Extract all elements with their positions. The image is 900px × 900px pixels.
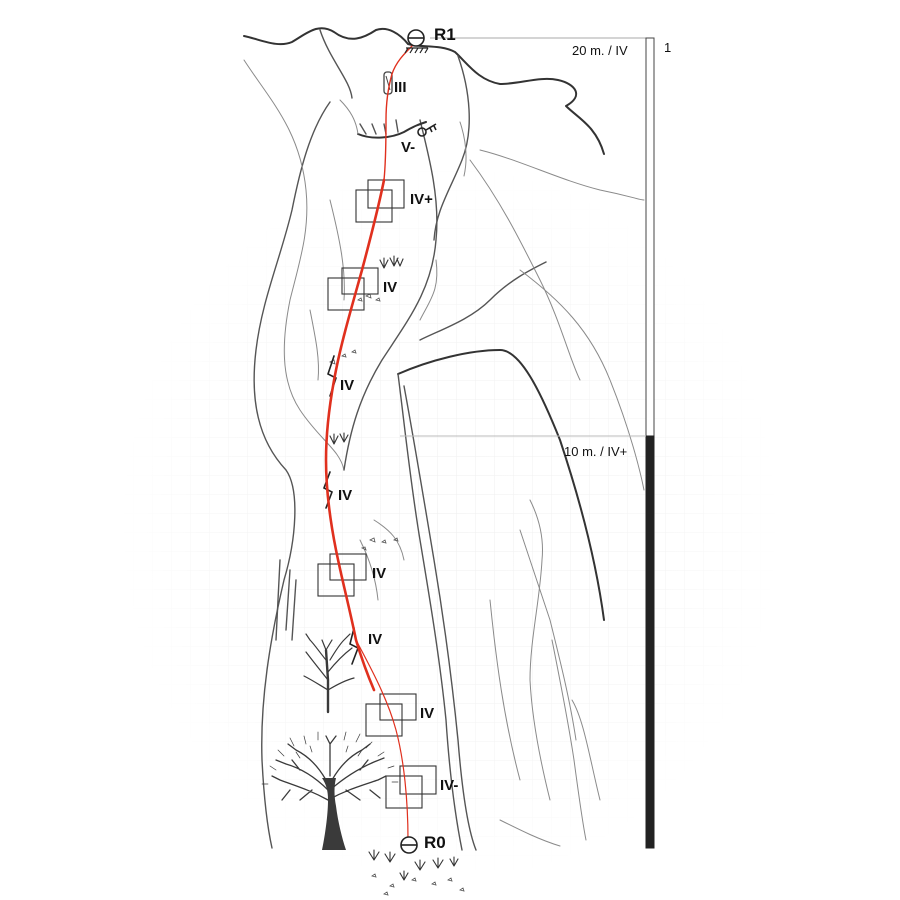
grade-label: IV [340,377,354,394]
pitch-scale-bar: 1 20 m. / IV 10 m. / IV+ [400,37,671,849]
grade-label: IV+ [410,191,433,208]
start-box [399,765,437,795]
grade-label: IV- [440,777,458,794]
small-tree-icon [303,633,355,714]
belay-anchor-bottom[interactable]: R0 [400,833,446,854]
grade-label: III [394,79,407,96]
belay-anchor-top[interactable]: R1 [404,25,456,54]
grade-label: V- [401,139,415,156]
rock-outline [243,27,645,851]
pitch-number: 1 [664,40,671,55]
scale-lower-segment [645,435,655,849]
scale-upper-segment [645,37,655,437]
route-line [324,45,413,841]
slab-box [365,703,403,737]
grade-label: IV [338,487,352,504]
grade-label: IV [383,279,397,296]
piton-icon [417,123,437,137]
upper-section-label: 20 m. / IV [572,43,628,58]
grass-tuft-icon [329,255,459,881]
large-tree-icon [261,731,399,850]
feature-boxes [317,179,437,809]
flake-box [341,267,379,295]
roof-box [367,179,405,209]
lower-section-label: 10 m. / IV+ [564,444,627,459]
flake-box [327,277,365,311]
grade-label: IV [368,631,382,648]
background-grid [120,150,780,870]
grade-labels: III V- IV+ IV IV IV IV IV IV IV- [338,79,458,794]
block-box [317,563,355,597]
top-station-label: R1 [434,25,456,44]
block-box [329,553,367,581]
bottom-station-label: R0 [424,833,446,852]
grade-label: IV [420,705,434,722]
slab-box [379,693,417,721]
grade-label: IV [372,565,386,582]
